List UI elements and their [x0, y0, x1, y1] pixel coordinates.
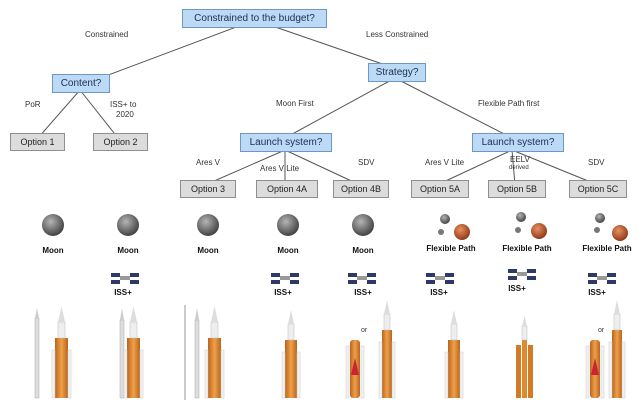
edge-label-sdv-right: SDV [588, 158, 605, 167]
content-question-box: Content? [52, 74, 110, 93]
edge-label-moon-first: Moon First [276, 99, 314, 108]
edge-label-ares-v-lite-right: Ares V Lite [425, 158, 465, 167]
root-question-box: Constrained to the budget? [182, 9, 327, 28]
option-4a-box: Option 4A [256, 180, 318, 198]
edge-label-derived: derived [509, 165, 529, 171]
destination-label-iss-3: ISS+ [354, 288, 372, 297]
destination-label-iss-2: ISS+ [274, 288, 292, 297]
launch-question-box-left: Launch system? [240, 133, 332, 152]
edge-label-2020: 2020 [116, 110, 134, 119]
destination-label-moon-1: Moon [42, 246, 64, 255]
strategy-question-box: Strategy? [368, 63, 426, 82]
edge-label-ares-v: Ares V [196, 158, 221, 167]
option-2-box: Option 2 [93, 133, 148, 151]
destination-label-flexible-3: Flexible Path [582, 244, 632, 253]
destination-label-moon-5: Moon [352, 246, 374, 255]
edge-label-iss-to: ISS+ to [110, 100, 137, 109]
edge-label-eelv: EELV [510, 155, 530, 164]
destination-label-moon-3: Moon [197, 246, 219, 255]
edge-label-por: PoR [25, 100, 41, 109]
launch-question-box-right: Launch system? [472, 133, 564, 152]
edge-label-ares-v-lite: Ares V Lite [260, 164, 300, 173]
or-label-4b: or [361, 327, 368, 334]
destination-label-flexible-1: Flexible Path [426, 244, 476, 253]
destination-label-iss-1: ISS+ [114, 288, 132, 297]
option-1-box: Option 1 [10, 133, 65, 151]
destination-label-iss-6: ISS+ [588, 288, 606, 297]
edge-label-sdv-left: SDV [358, 158, 375, 167]
destination-label-moon-2: Moon [117, 246, 139, 255]
option-5c-box: Option 5C [569, 180, 627, 198]
destination-label-iss-4: ISS+ [430, 288, 448, 297]
option-4b-box: Option 4B [333, 180, 389, 198]
destination-label-moon-4: Moon [277, 246, 299, 255]
edge-label-less-constrained: Less Constrained [366, 30, 429, 39]
destination-label-iss-5: ISS+ [508, 284, 526, 293]
option-3-box: Option 3 [180, 180, 236, 198]
or-label-5c: or [598, 327, 605, 334]
edge-label-flexible-path-first: Flexible Path first [478, 99, 540, 108]
edge-label-constrained: Constrained [85, 30, 129, 39]
destination-label-flexible-2: Flexible Path [502, 244, 552, 253]
option-5b-box: Option 5B [488, 180, 546, 198]
option-5a-box: Option 5A [411, 180, 469, 198]
